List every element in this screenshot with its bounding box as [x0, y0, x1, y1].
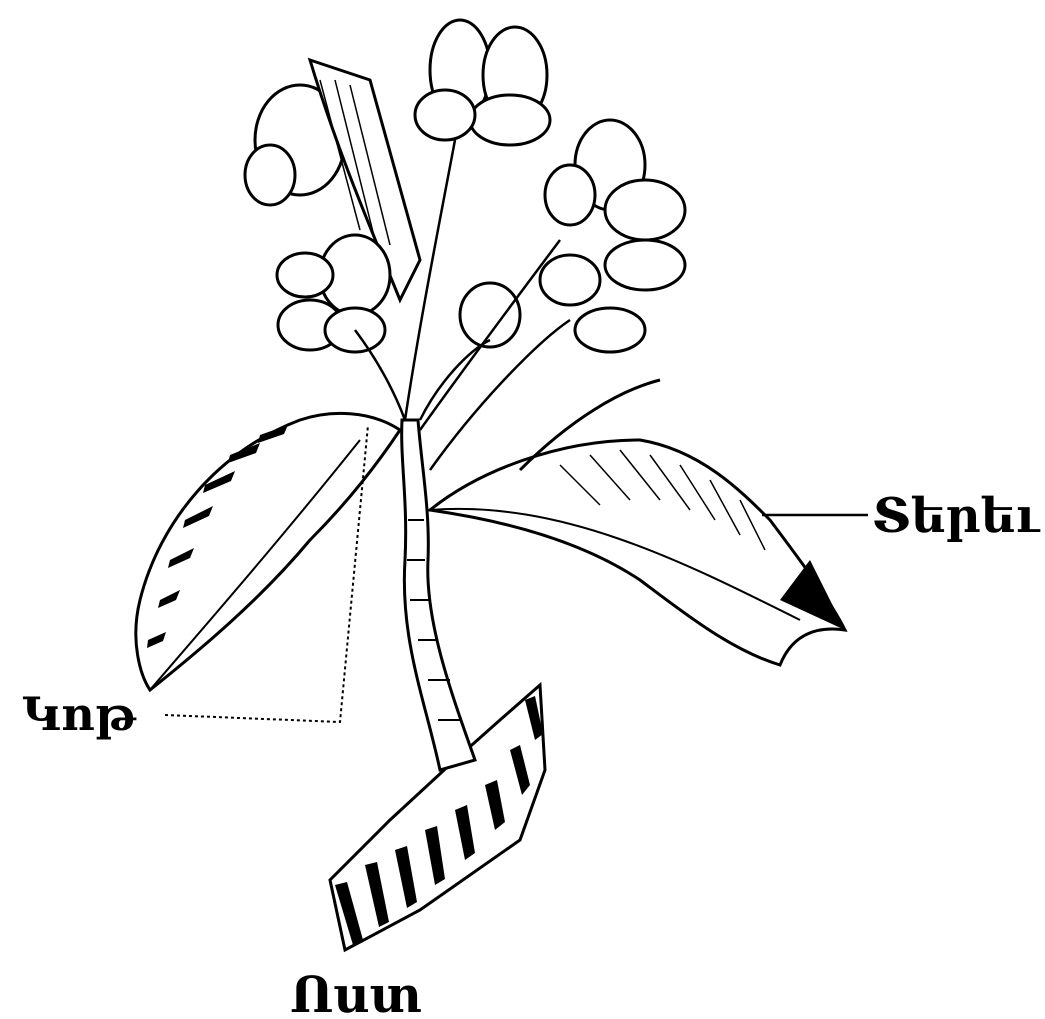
right-leaf-illustration — [430, 380, 845, 665]
flower-cluster-illustration — [245, 20, 685, 470]
left-leaf-illustration — [136, 413, 400, 690]
stem-illustration — [402, 420, 475, 770]
branch-label: Ոստ — [290, 965, 422, 1019]
leaf-label: Տերեւ — [872, 488, 1040, 544]
stalk-label: Կոթ — [22, 687, 137, 741]
